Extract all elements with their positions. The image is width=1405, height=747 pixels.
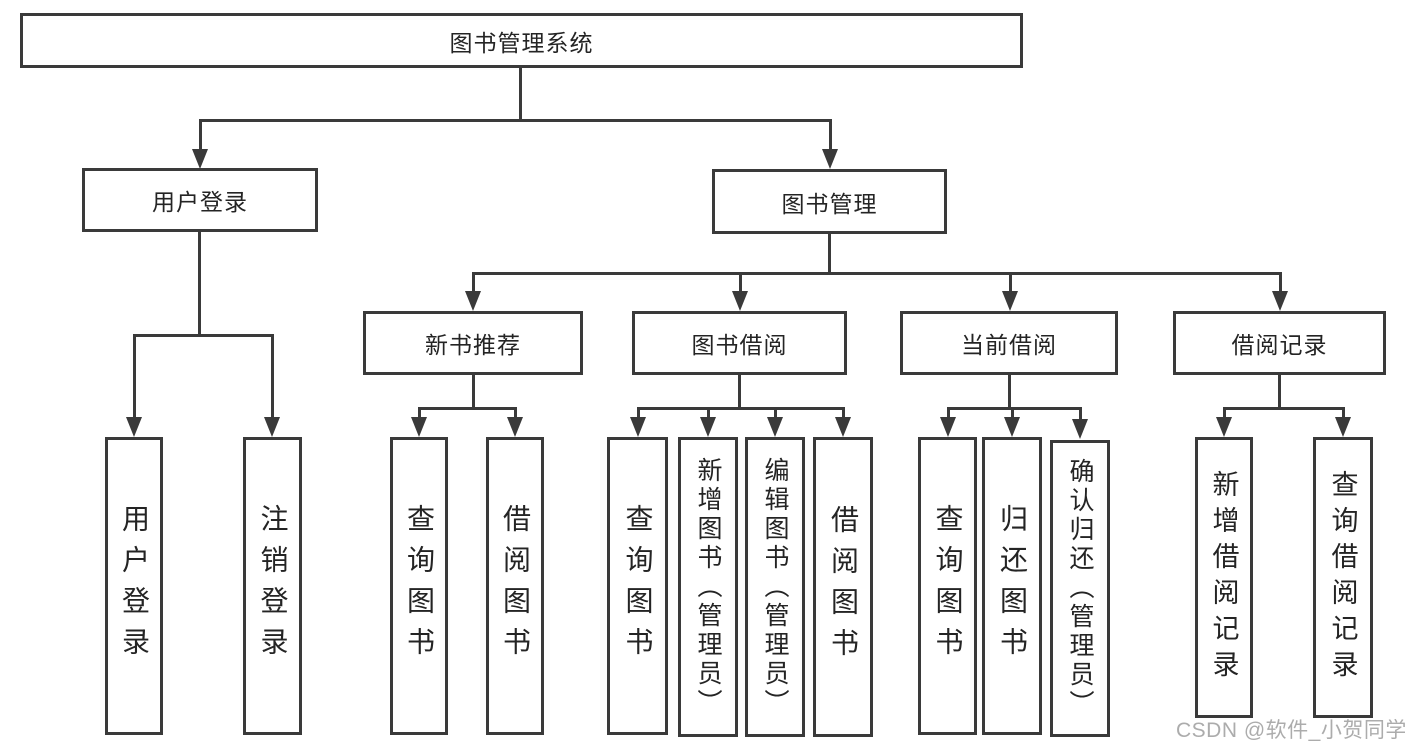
node-current-borrow-label: 当前借阅 xyxy=(961,332,1057,358)
connector-leaf xyxy=(1342,408,1345,420)
arrow-down-icon xyxy=(192,149,208,169)
node-add-borrow-record: 新增借阅记录 xyxy=(1195,437,1253,718)
arrow-down-icon xyxy=(465,291,481,311)
node-query-books-borrow: 查询图书 xyxy=(607,437,668,735)
node-borrow-books-recommend: 借阅图书 xyxy=(486,437,544,735)
connector-level3-branch xyxy=(472,272,1282,275)
node-query-books-current: 查询图书 xyxy=(918,437,977,735)
connector-leaf xyxy=(842,408,845,420)
connector-leaf xyxy=(707,408,710,420)
connector-new-book-branch xyxy=(418,407,517,410)
arrow-down-icon xyxy=(507,417,523,437)
node-new-book-recommend: 新书推荐 xyxy=(363,311,583,375)
connector-to-user-login xyxy=(199,120,202,152)
node-logout-leaf-label: 注销登录 xyxy=(257,504,289,668)
node-book-management-label: 图书管理 xyxy=(781,190,878,217)
arrow-down-icon xyxy=(630,417,646,437)
arrow-down-icon xyxy=(1072,419,1088,439)
node-add-books-admin-label: 新增图书（管理员） xyxy=(694,456,722,718)
connector-leaf xyxy=(1079,408,1082,420)
node-user-login-leaf-label: 用户登录 xyxy=(119,504,150,668)
node-book-borrow: 图书借阅 xyxy=(632,311,847,375)
connector-to-user-login-leaf xyxy=(133,336,136,419)
node-query-books-recommend-label: 查询图书 xyxy=(404,504,435,668)
node-book-management: 图书管理 xyxy=(712,169,947,234)
connector-book-management-stem xyxy=(828,234,831,274)
connector-current-borrow-stem xyxy=(1008,375,1011,408)
arrow-down-icon xyxy=(126,417,142,437)
arrow-down-icon xyxy=(1272,291,1288,311)
node-user-login: 用户登录 xyxy=(82,168,318,232)
arrow-down-icon xyxy=(411,417,427,437)
node-book-borrow-label: 图书借阅 xyxy=(691,332,788,358)
connector-to-logout-leaf xyxy=(271,336,274,419)
connector-user-login-branch xyxy=(133,334,274,337)
connector-leaf xyxy=(1011,408,1014,420)
node-user-login-label: 用户登录 xyxy=(152,189,248,215)
arrow-down-icon xyxy=(767,417,783,437)
node-user-login-leaf: 用户登录 xyxy=(105,437,163,735)
connector-book-borrow-branch xyxy=(637,407,845,410)
arrow-down-icon xyxy=(1002,291,1018,311)
node-query-books-current-label: 查询图书 xyxy=(932,504,964,668)
connector-leaf xyxy=(637,408,640,420)
connector-level2-branch xyxy=(199,119,832,122)
watermark-text: CSDN @软件_小贺同学 xyxy=(1176,719,1405,742)
node-return-books-label: 归还图书 xyxy=(997,504,1028,668)
connector-leaf xyxy=(947,408,950,420)
node-borrow-books-leaf: 借阅图书 xyxy=(813,437,873,737)
connector-borrow-records-branch xyxy=(1223,407,1345,410)
node-borrow-records-label: 借阅记录 xyxy=(1231,332,1328,358)
connector-to-book-management xyxy=(829,120,832,152)
node-add-books-admin: 新增图书（管理员） xyxy=(678,437,738,737)
arrow-down-icon xyxy=(822,149,838,169)
connector-to-current-borrow xyxy=(1009,274,1012,292)
arrow-down-icon xyxy=(835,417,851,437)
connector-new-book-stem xyxy=(472,375,475,408)
connector-to-new-book-recommend xyxy=(472,274,475,292)
node-query-books-borrow-label: 查询图书 xyxy=(622,504,654,668)
node-confirm-return-admin-label: 确认归还（管理员） xyxy=(1066,458,1094,719)
node-confirm-return-admin: 确认归还（管理员） xyxy=(1050,440,1110,737)
arrow-down-icon xyxy=(1335,417,1351,437)
connector-book-borrow-stem xyxy=(738,375,741,408)
connector-leaf xyxy=(1223,408,1226,420)
connector-leaf xyxy=(418,408,421,420)
node-root-label: 图书管理系统 xyxy=(449,29,594,56)
node-new-book-recommend-label: 新书推荐 xyxy=(425,332,521,358)
arrow-down-icon xyxy=(700,417,716,437)
arrow-down-icon xyxy=(264,417,280,437)
node-logout-leaf: 注销登录 xyxy=(243,437,302,735)
connector-borrow-records-stem xyxy=(1278,375,1281,408)
connector-current-borrow-branch xyxy=(947,407,1082,410)
node-query-borrow-record-label: 查询借阅记录 xyxy=(1327,469,1358,686)
arrow-down-icon xyxy=(1004,417,1020,437)
arrow-down-icon xyxy=(1216,417,1232,437)
node-root: 图书管理系统 xyxy=(20,13,1023,68)
connector-to-borrow-records xyxy=(1279,274,1282,292)
node-current-borrow: 当前借阅 xyxy=(900,311,1118,375)
node-borrow-books-leaf-label: 借阅图书 xyxy=(828,505,859,669)
connector-to-book-borrow xyxy=(739,274,742,292)
node-return-books: 归还图书 xyxy=(982,437,1042,735)
node-borrow-records: 借阅记录 xyxy=(1173,311,1386,375)
node-query-borrow-record: 查询借阅记录 xyxy=(1313,437,1373,718)
arrow-down-icon xyxy=(940,417,956,437)
node-query-books-recommend: 查询图书 xyxy=(390,437,448,735)
node-edit-books-admin-label: 编辑图书（管理员） xyxy=(761,456,789,718)
connector-user-login-stem xyxy=(198,232,201,336)
node-add-borrow-record-label: 新增借阅记录 xyxy=(1208,469,1239,686)
node-edit-books-admin: 编辑图书（管理员） xyxy=(745,437,805,737)
arrow-down-icon xyxy=(732,291,748,311)
connector-leaf xyxy=(774,408,777,420)
connector-root-stem xyxy=(519,68,522,120)
connector-leaf xyxy=(514,408,517,420)
node-borrow-books-recommend-label: 借阅图书 xyxy=(500,504,531,668)
